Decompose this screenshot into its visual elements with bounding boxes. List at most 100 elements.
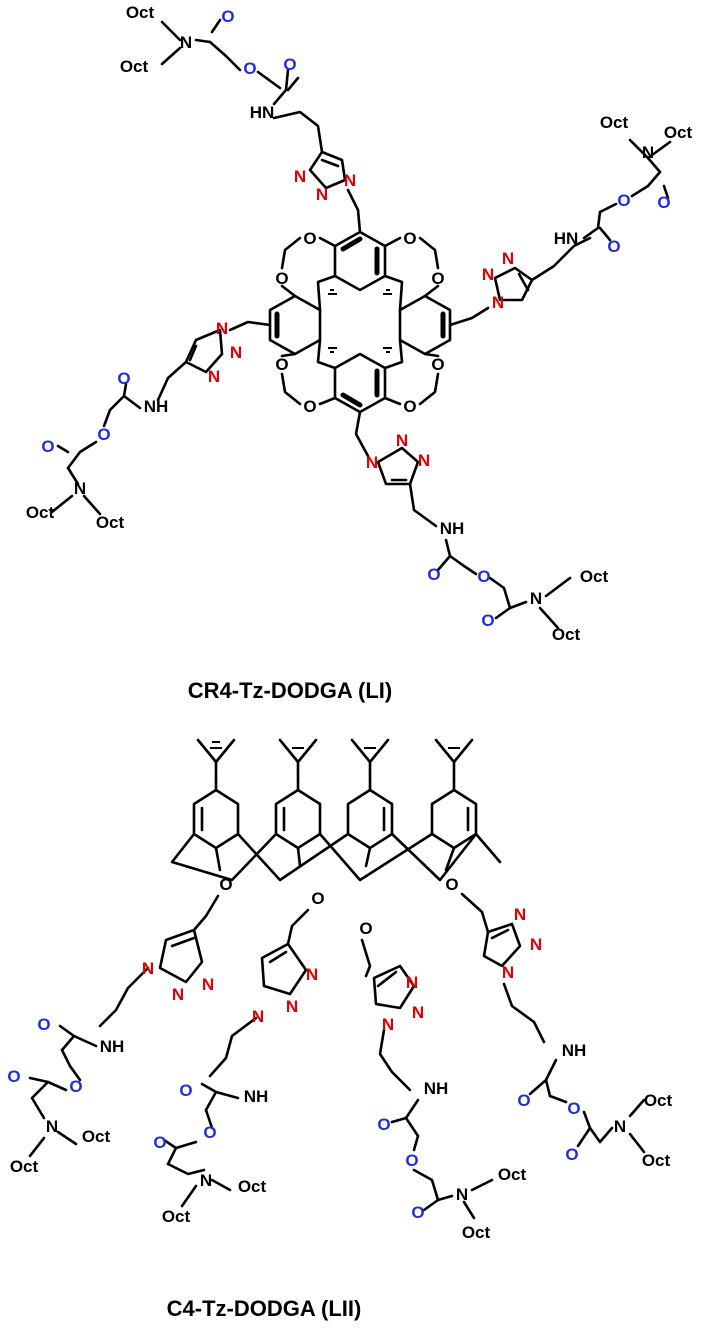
hn-label: HN	[554, 229, 579, 248]
c4-tz-dodga-structure: O O O O N N N NH O O O N Oct Oct	[7, 738, 673, 1321]
oct-label: Oct	[82, 1127, 111, 1146]
o-atom: O	[565, 1145, 578, 1164]
oct-label: Oct	[126, 3, 155, 22]
n-amide-label: N	[614, 1117, 626, 1136]
n-atom: N	[502, 249, 514, 268]
n-atom: N	[502, 963, 514, 982]
oct-label: Oct	[462, 1223, 491, 1242]
c4-arm-3: N N N NH O O O N Oct Oct	[360, 938, 527, 1242]
o-atom: O	[405, 1151, 418, 1170]
o-atom: O	[411, 1203, 424, 1222]
o-atom: O	[303, 229, 316, 248]
n-atom: N	[482, 265, 494, 284]
nh-label: NH	[100, 1037, 125, 1056]
o-atom: O	[41, 437, 54, 456]
n-atom: N	[172, 985, 184, 1004]
o-atom: O	[427, 565, 440, 584]
o-atom: O	[97, 425, 110, 444]
oct-label: Oct	[26, 503, 55, 522]
nh-label: NH	[424, 1079, 449, 1098]
n-atom: N	[418, 451, 430, 470]
oct-label: Oct	[552, 625, 581, 644]
n-atom: N	[208, 367, 220, 386]
n-atom: N	[344, 171, 356, 190]
oct-label: Oct	[498, 1165, 527, 1184]
oct-label: Oct	[664, 123, 693, 142]
o-atom: O	[117, 369, 130, 388]
n-atom: N	[366, 453, 378, 472]
oct-label: Oct	[600, 113, 629, 132]
o-atom: O	[275, 269, 288, 288]
n-amide-label: N	[180, 33, 192, 52]
n-atom: N	[202, 975, 214, 994]
oct-label: Oct	[96, 513, 125, 532]
o-atom: O	[153, 1133, 166, 1152]
n-amide-label: N	[74, 479, 86, 498]
o-atom: O	[37, 1015, 50, 1034]
n-atom: N	[492, 293, 504, 312]
o-atom: O	[179, 1081, 192, 1100]
o-atom: O	[431, 269, 444, 288]
o-atom: O	[275, 355, 288, 374]
tert-butyl-groups	[196, 738, 474, 782]
o-atom: O	[477, 567, 490, 586]
nh-label: NH	[244, 1087, 269, 1106]
n-amide-label: N	[200, 1171, 212, 1190]
o-atom: O	[311, 889, 324, 908]
o-atom: O	[69, 1077, 82, 1096]
nh-label: NH	[562, 1041, 587, 1060]
n-atom: N	[306, 965, 318, 984]
o-atom: O	[221, 7, 234, 26]
oct-label: Oct	[162, 1207, 191, 1226]
arm-left: N N N NH O O O N Oct Oct	[26, 319, 272, 532]
n-atom: N	[406, 973, 418, 992]
resorcinarene-core: O O O O O O O O	[268, 229, 452, 416]
n-atom: N	[286, 997, 298, 1016]
caption-top: CR4-Tz-DODGA (LI)	[188, 678, 393, 703]
n-atom: N	[294, 167, 306, 186]
arm-bottom: N N N NH O O O N Oct Oct	[354, 410, 609, 644]
oct-label: Oct	[642, 1151, 671, 1170]
n-atom: N	[396, 431, 408, 450]
oct-label: Oct	[10, 1157, 39, 1176]
oct-label: Oct	[644, 1091, 673, 1110]
n-amide-label: N	[456, 1185, 468, 1204]
cr4-tz-dodga-structure: O O O O O O O O N N N HN	[26, 3, 693, 703]
o-atom: O	[283, 55, 296, 74]
o-atom: O	[431, 355, 444, 374]
n-atom: N	[252, 1007, 264, 1026]
n-amide-label: N	[642, 143, 654, 162]
o-atom: O	[219, 875, 232, 894]
o-atom: O	[7, 1067, 20, 1086]
o-atom: O	[617, 191, 630, 210]
hn-label: HN	[250, 103, 275, 122]
nh-label: NH	[440, 519, 465, 538]
c4-arm-4: N N N NH O O O N Oct Oct	[460, 892, 673, 1170]
n-atom: N	[216, 319, 228, 338]
n-atom: N	[412, 1003, 424, 1022]
c4-arm-2: N N N NH O O O N Oct Oct	[153, 908, 318, 1226]
o-atom: O	[607, 237, 620, 256]
o-atom: O	[445, 875, 458, 894]
o-atom: O	[203, 1123, 216, 1142]
n-atom: N	[382, 1015, 394, 1034]
arm-right: N N N HN O O O N Oct Oct	[448, 113, 693, 327]
c4-arm-1: N N N NH O O O N Oct Oct	[7, 894, 220, 1176]
o-atom: O	[403, 229, 416, 248]
o-atom: O	[517, 1091, 530, 1110]
o-atom: O	[481, 611, 494, 630]
o-atom: O	[567, 1099, 580, 1118]
o-atom: O	[243, 59, 256, 78]
o-atom: O	[403, 397, 416, 416]
n-atom: N	[142, 959, 154, 978]
n-atom: N	[514, 905, 526, 924]
o-atom: O	[657, 193, 670, 212]
n-atom: N	[230, 343, 242, 362]
calixarene-core	[170, 778, 502, 882]
nh-label: NH	[144, 397, 169, 416]
oct-label: Oct	[238, 1177, 267, 1196]
n-amide-label: N	[530, 589, 542, 608]
n-atom: N	[530, 935, 542, 954]
caption-bottom: C4-Tz-DODGA (LII)	[167, 1296, 362, 1321]
